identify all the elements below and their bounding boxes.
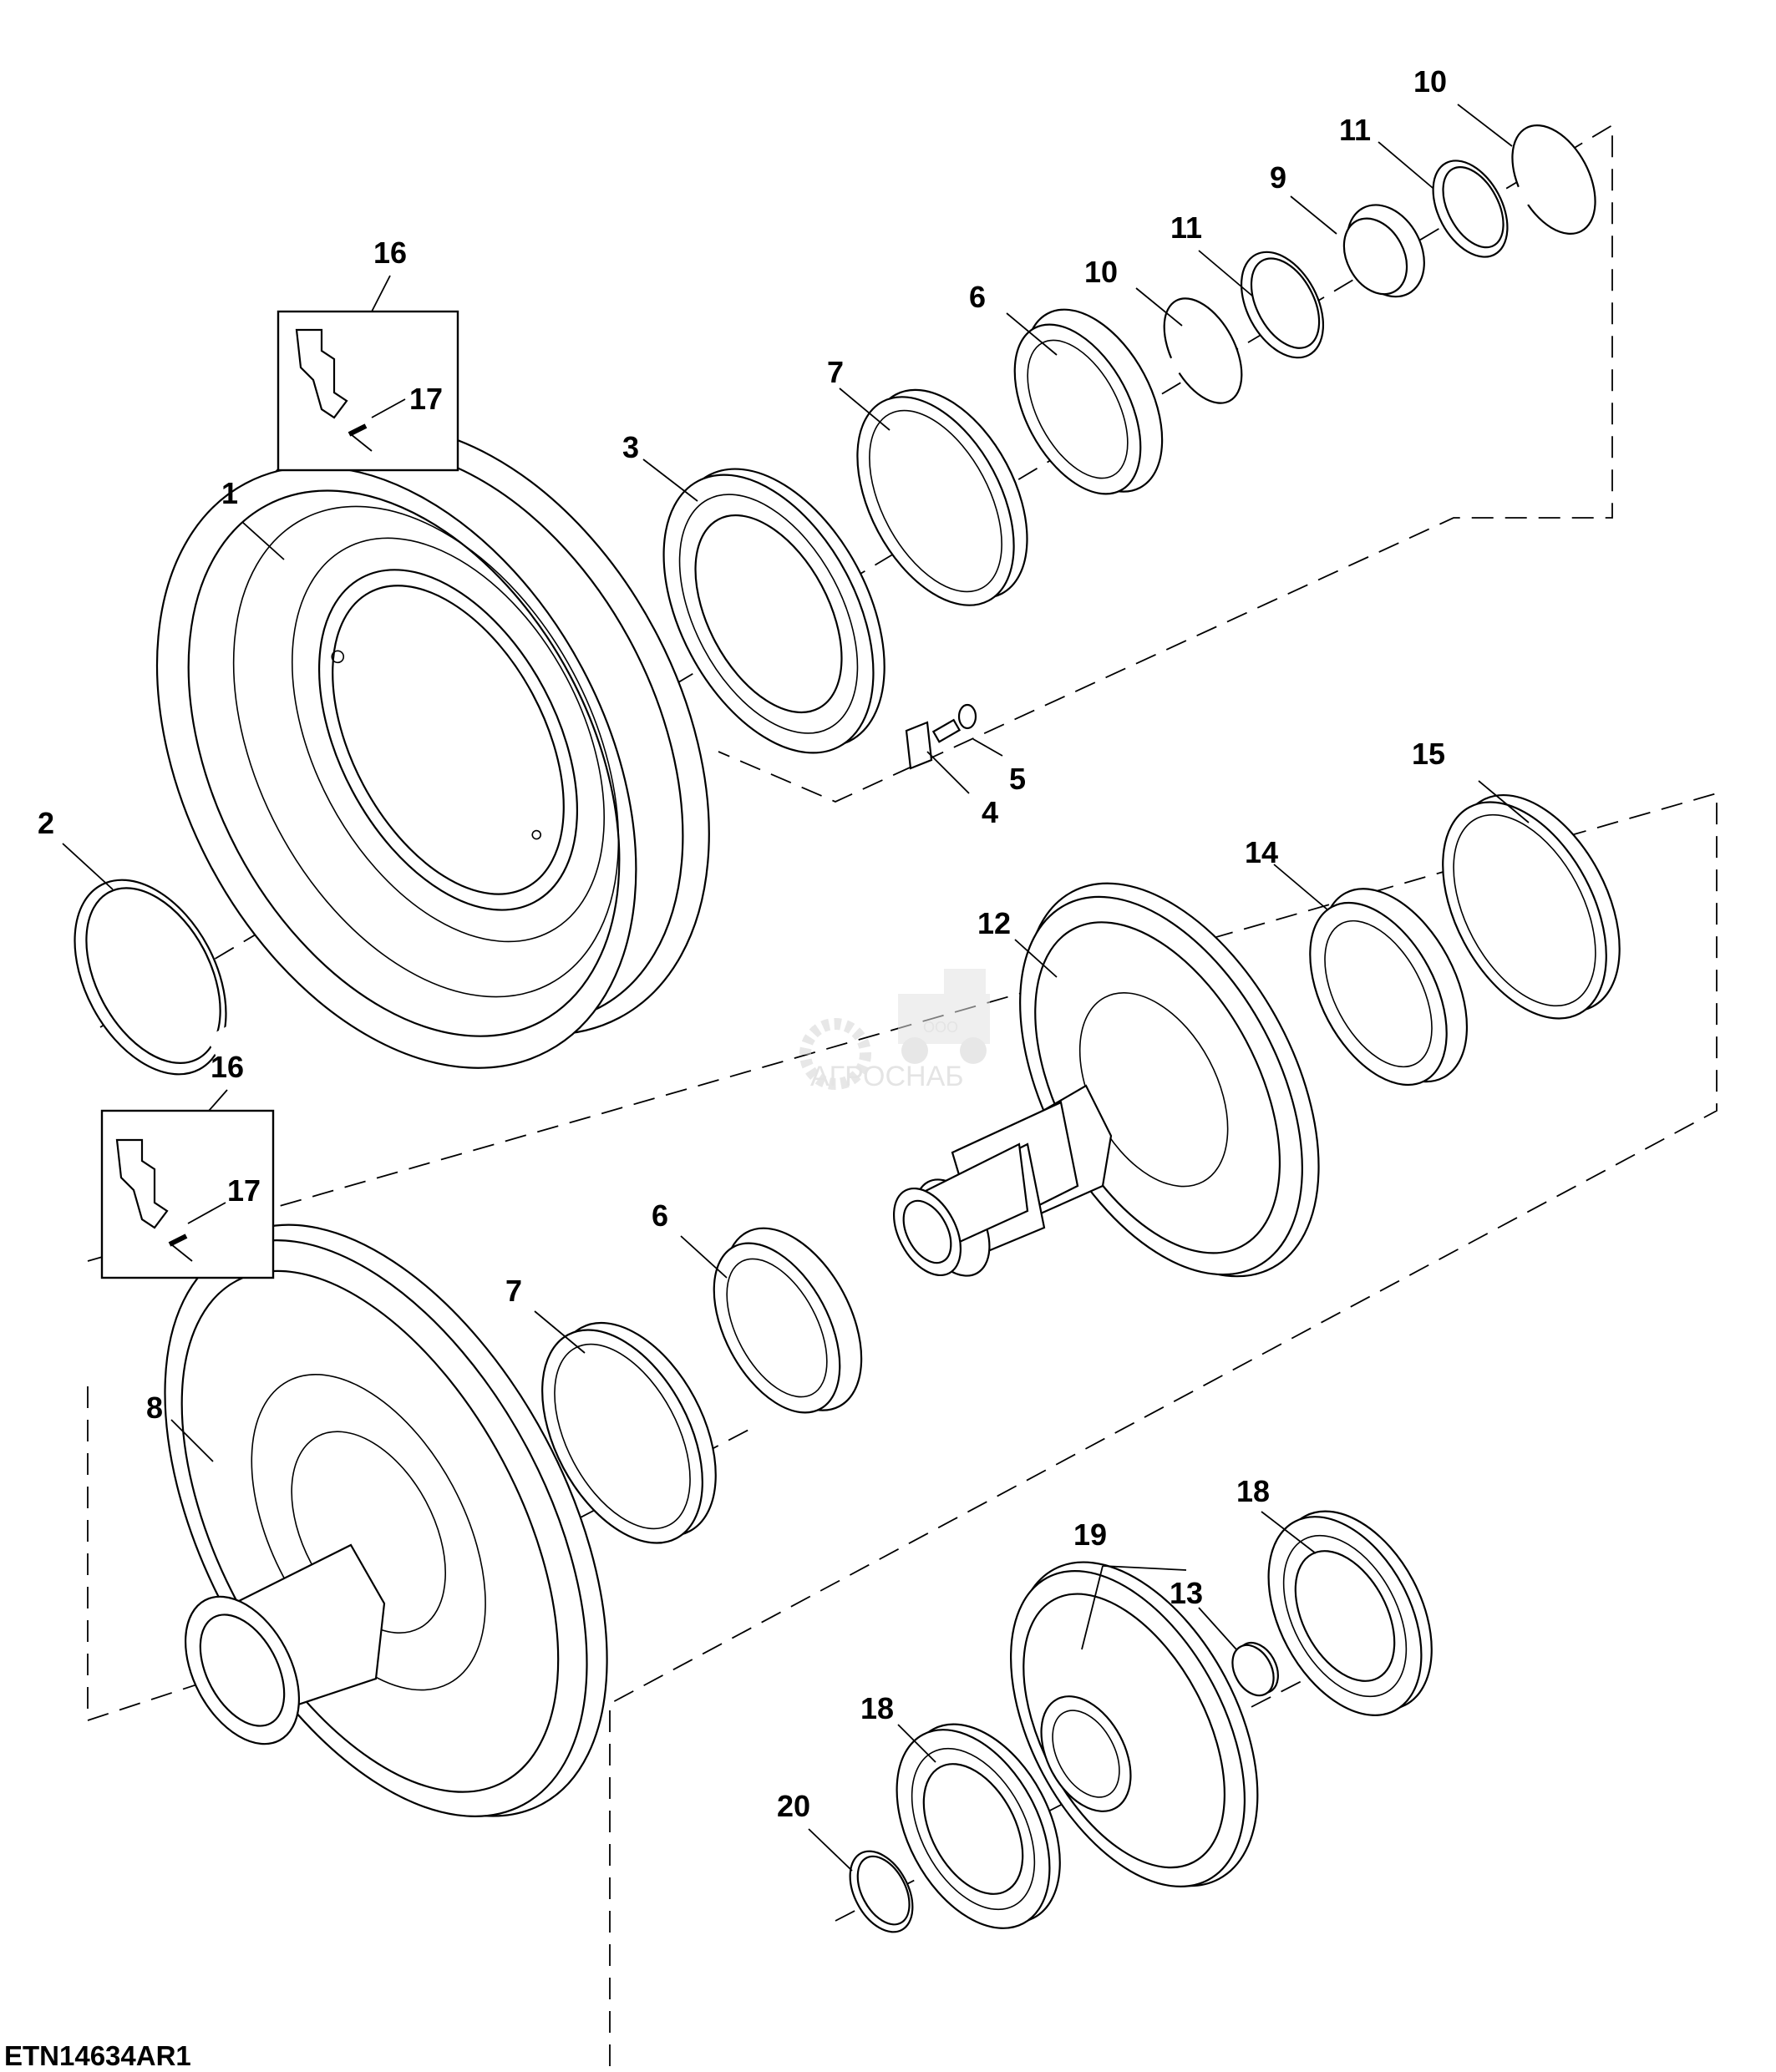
callout-16-lower: 16 — [211, 1050, 244, 1084]
callout-5: 5 — [1009, 762, 1026, 796]
watermark-brand-text: АГРОСНАБ — [810, 1061, 964, 1092]
needle-bearing-part-9 — [1342, 204, 1425, 298]
callout-10-upper: 10 — [1413, 64, 1447, 99]
callout-20: 20 — [777, 1789, 810, 1823]
ring-part-10-mid — [1163, 297, 1243, 404]
callout-6-upper: 6 — [969, 280, 986, 314]
bolt-part-5 — [931, 703, 977, 743]
watermark-small-text: ООО — [923, 1019, 958, 1036]
leader-lines — [62, 104, 1530, 1872]
tapered-bearing-part-6-lower — [713, 1227, 863, 1414]
callout-3: 3 — [622, 430, 639, 464]
callout-9: 9 — [1270, 160, 1286, 195]
callout-18-upper: 18 — [1236, 1474, 1270, 1508]
bearing-cup-part-15 — [1442, 793, 1621, 1020]
inset-box-lower — [100, 1109, 275, 1279]
callout-19: 19 — [1073, 1517, 1107, 1552]
gear-part-8 — [164, 1223, 608, 1817]
tapered-bearing-part-14 — [1309, 888, 1469, 1087]
callout-15: 15 — [1412, 737, 1445, 771]
callout-18-lower: 18 — [860, 1691, 894, 1725]
snap-ring-part-2 — [74, 879, 248, 1076]
callout-7-lower: 7 — [505, 1274, 522, 1308]
snap-ring-part-20 — [849, 1850, 914, 1933]
callout-17-upper: 17 — [409, 382, 443, 416]
callout-14: 14 — [1245, 835, 1278, 869]
callout-2: 2 — [38, 806, 54, 840]
callout-10-mid: 10 — [1084, 255, 1118, 289]
callout-17-lower: 17 — [227, 1173, 261, 1208]
watermark-logo: ООО АГРОСНАБ — [799, 969, 990, 1092]
bearing-cup-part-7-lower — [541, 1321, 717, 1544]
callout-8: 8 — [146, 1391, 163, 1425]
callout-11-mid: 11 — [1170, 210, 1202, 245]
washer-part-4 — [905, 721, 933, 770]
callouts: 1 2 3 4 5 6 6 7 7 8 9 10 10 11 11 12 13 … — [38, 64, 1447, 1823]
callout-7-upper: 7 — [827, 355, 844, 389]
bearing-cup-part-7-upper — [856, 388, 1028, 606]
tapered-bearing-part-6-upper — [1013, 308, 1164, 495]
callout-6-lower: 6 — [652, 1198, 668, 1233]
idler-gear-part-19 — [1009, 1561, 1259, 1887]
callout-1: 1 — [221, 476, 238, 510]
ring-gear-part-1 — [155, 424, 710, 1069]
bearing-part-3 — [662, 468, 885, 754]
bearing-part-18-upper — [1267, 1510, 1433, 1716]
drawing-code: ETN14634AR1 — [4, 2040, 191, 2071]
bushing-part-13 — [1231, 1642, 1279, 1697]
gear-shaft-part-12 — [892, 882, 1320, 1278]
bearing-part-18-lower — [896, 1723, 1061, 1929]
callout-16-upper: 16 — [373, 236, 407, 270]
ring-part-11-mid — [1240, 251, 1325, 359]
callout-4: 4 — [982, 795, 998, 829]
snap-ring-part-10-upper — [1511, 124, 1596, 235]
inset-box-upper — [277, 310, 459, 472]
callout-12: 12 — [977, 906, 1011, 940]
ring-part-11-upper — [1432, 160, 1509, 258]
callout-13: 13 — [1170, 1576, 1203, 1610]
callout-11-upper: 11 — [1339, 113, 1371, 147]
